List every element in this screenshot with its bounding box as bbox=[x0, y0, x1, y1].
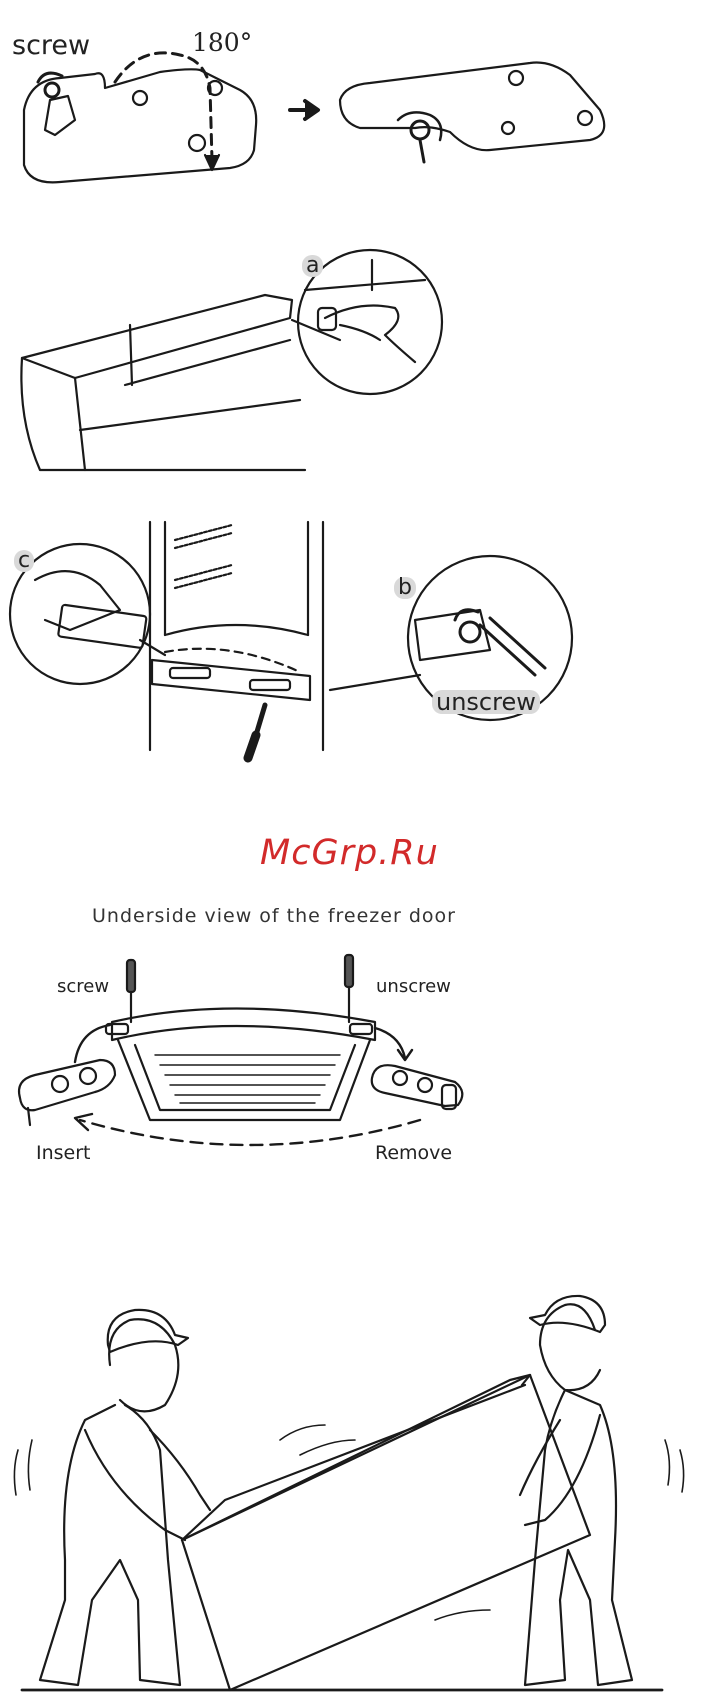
screwdriver bbox=[256, 705, 265, 735]
top-cover bbox=[22, 295, 292, 378]
cabinet-outline bbox=[130, 325, 132, 385]
callout-c-label: c bbox=[14, 550, 34, 572]
hinge-plate-right bbox=[340, 63, 604, 151]
left-person-arm bbox=[85, 1430, 210, 1540]
left-motion-lines bbox=[14, 1440, 32, 1495]
flip-arrow bbox=[290, 101, 318, 119]
screwdriver-handle bbox=[248, 735, 256, 758]
angle-label: 180° bbox=[192, 30, 252, 55]
cabinet-outline bbox=[80, 400, 300, 430]
left-person-body bbox=[40, 1405, 180, 1685]
hinge-plate-left-slot bbox=[45, 96, 75, 135]
door-frame bbox=[112, 1009, 375, 1041]
top-cover-side bbox=[21, 358, 85, 470]
hinge-hole bbox=[502, 122, 514, 134]
handle-slot bbox=[170, 668, 210, 678]
hinge-hole bbox=[578, 111, 592, 125]
rotation-arrowhead bbox=[205, 155, 219, 170]
screwdriver-right bbox=[345, 955, 353, 987]
right-person-head bbox=[540, 1304, 600, 1390]
shelf-rail bbox=[175, 525, 232, 548]
screw-shaft bbox=[420, 140, 424, 162]
insert-curve-arrow bbox=[75, 1025, 110, 1062]
transfer-dashed-arrow bbox=[80, 1120, 420, 1145]
hinge-hole bbox=[189, 135, 205, 151]
unscrew-rotation-arrow bbox=[455, 610, 478, 620]
screw-label-2: screw bbox=[57, 978, 109, 996]
door-ribs bbox=[155, 1055, 340, 1103]
cabinet-outline bbox=[125, 340, 290, 385]
hinge-pin-right bbox=[350, 1024, 372, 1034]
door-body bbox=[118, 1040, 370, 1120]
right-motion-lines bbox=[665, 1440, 684, 1492]
remove-label: Remove bbox=[375, 1144, 452, 1163]
shelf-rail bbox=[175, 565, 232, 588]
hinge-piece-hole bbox=[52, 1076, 68, 1092]
hinge-hole bbox=[509, 71, 523, 85]
carrying-refrigerator-figure bbox=[14, 1296, 683, 1690]
watermark: McGrp.Ru bbox=[260, 833, 439, 873]
screw-head bbox=[45, 83, 59, 97]
callout-b-label: b bbox=[394, 577, 416, 599]
freezer-door-caption: Underside view of the freezer door bbox=[92, 905, 456, 927]
screw-rotation-arrow bbox=[398, 112, 441, 140]
screw-head bbox=[411, 121, 429, 139]
insert-label: Insert bbox=[36, 1144, 91, 1163]
hinge-piece-hole bbox=[393, 1071, 407, 1085]
hinge-cover-c bbox=[58, 605, 147, 649]
hinge-piece-hole bbox=[80, 1068, 96, 1084]
remove-curve-arrow bbox=[375, 1028, 412, 1060]
button-cap bbox=[318, 308, 336, 330]
right-person-body bbox=[525, 1390, 632, 1685]
hinge-piece-hole bbox=[418, 1078, 432, 1092]
hinge-screw-b bbox=[460, 622, 480, 642]
hinge-removal-figure bbox=[10, 522, 572, 758]
top-cover-removal-figure bbox=[21, 250, 442, 470]
left-person-head bbox=[109, 1319, 178, 1411]
hinge-hole bbox=[133, 91, 147, 105]
finger bbox=[340, 325, 380, 340]
freezer-floor bbox=[165, 625, 308, 635]
unscrew-label: unscrew bbox=[432, 690, 540, 714]
right-person-arm bbox=[520, 1415, 600, 1525]
hinge-plate-flip-figure bbox=[24, 53, 604, 183]
hand-c bbox=[35, 571, 120, 630]
unscrew-label-2: unscrew bbox=[376, 978, 451, 996]
callout-line bbox=[330, 675, 420, 690]
screw-label: screw bbox=[12, 32, 90, 59]
callout-a-label: a bbox=[302, 255, 323, 277]
handle-slot bbox=[250, 680, 290, 690]
screwdriver-left bbox=[127, 960, 135, 992]
